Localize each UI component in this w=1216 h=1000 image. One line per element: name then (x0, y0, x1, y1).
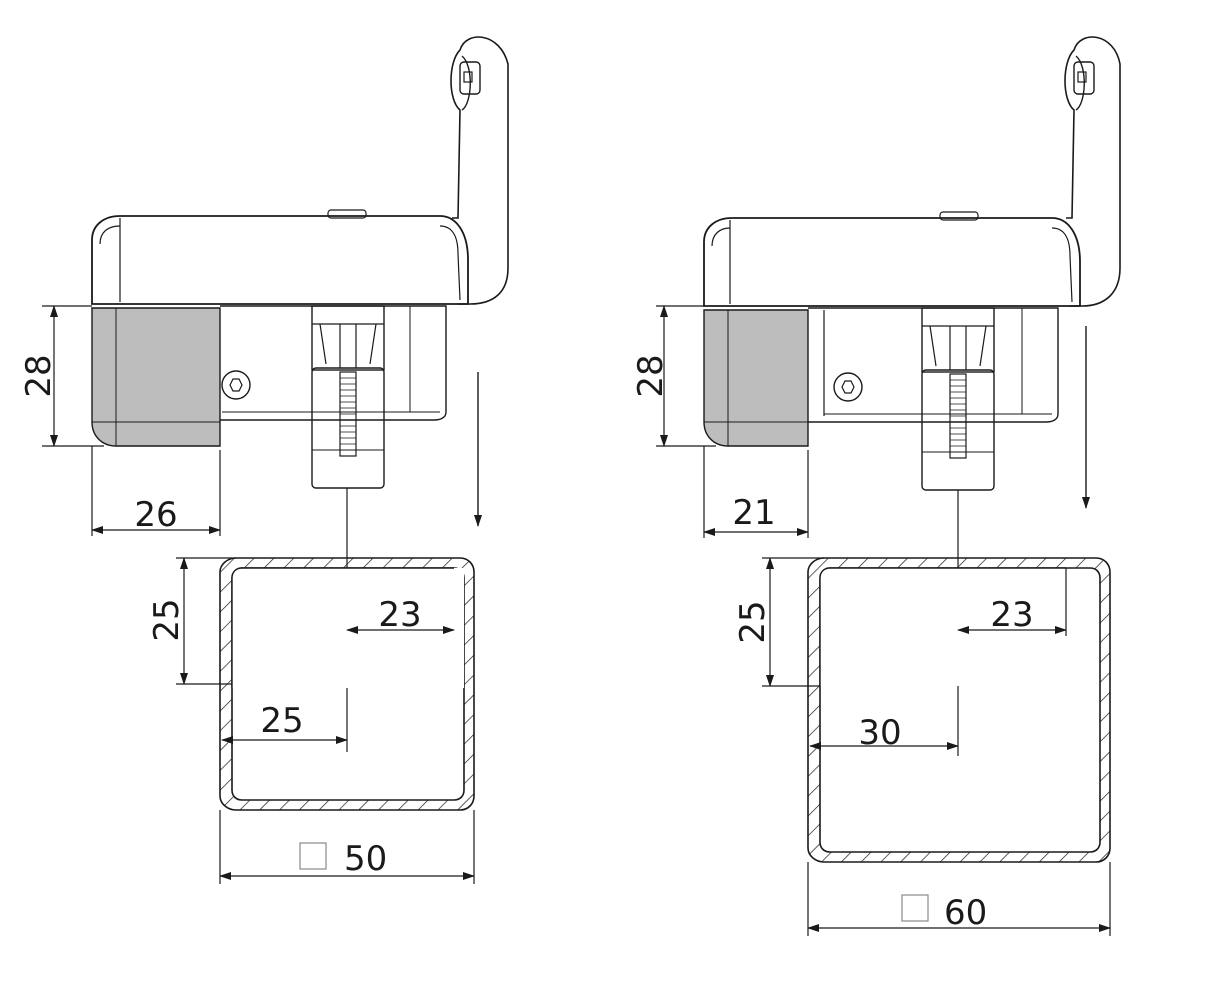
drawing-right: 28 21 25 23 30 (631, 36, 1121, 936)
dim-label-25-vertical: 25 (733, 600, 773, 643)
hook-latch (459, 61, 481, 95)
dim-label-25-horizontal: 25 (260, 701, 303, 741)
screw-head (833, 372, 863, 402)
dim-label-25-vertical: 25 (147, 598, 187, 641)
housing (91, 215, 469, 305)
clamp-bolt (311, 305, 385, 489)
hook-latch (1073, 61, 1095, 95)
dim-label-50: 50 (344, 839, 387, 879)
inner-body (220, 305, 447, 421)
screw-head (221, 370, 251, 400)
dim-label-23: 23 (990, 595, 1033, 635)
dim-label-28: 28 (631, 354, 671, 397)
dim-wall-to-center: 25 (221, 701, 348, 744)
dim-wall-to-center: 30 (809, 713, 959, 753)
dim-clamp-to-wall: 23 (346, 595, 455, 635)
dim-tube-offset: 25 (733, 557, 824, 687)
dim-clamp-to-wall: 23 (957, 568, 1067, 636)
dim-label-26: 26 (134, 495, 177, 535)
dim-tube-offset: 25 (147, 557, 236, 685)
dim-label-30: 30 (858, 713, 901, 753)
square-section-icon (901, 894, 929, 922)
hook-bracket (450, 36, 509, 305)
dim-overhang-height: 28 (631, 305, 716, 447)
dim-label-28: 28 (19, 354, 59, 397)
overhang-pad (703, 309, 809, 447)
drawing-left: 28 26 25 23 25 (19, 36, 509, 884)
tube-section (807, 557, 1111, 863)
dim-label-23: 23 (378, 595, 421, 635)
inner-body (808, 307, 1059, 423)
hook-bracket (1064, 36, 1121, 307)
square-section-icon (299, 842, 327, 870)
housing (703, 217, 1081, 307)
dim-overhang-height: 28 (19, 305, 104, 447)
dim-overhang-width: 26 (91, 446, 221, 536)
dim-tube-size: 50 (219, 810, 475, 884)
dim-tube-size: 60 (807, 862, 1111, 936)
clamp-bolt (921, 307, 995, 491)
dim-overhang-width: 21 (703, 446, 809, 538)
tube-section (219, 557, 475, 811)
overhang-pad (91, 307, 221, 447)
dim-label-60: 60 (944, 893, 987, 933)
dim-label-21: 21 (732, 493, 775, 533)
